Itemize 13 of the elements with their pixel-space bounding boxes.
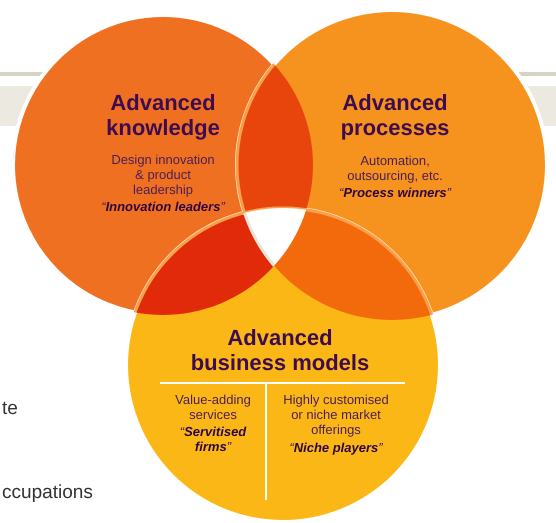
body-text-fragment: ccupations [2,482,93,504]
body-text-fragment: te [2,398,18,420]
circle-description: Highly customised or niche market offerings [282,392,390,437]
circle-description: Value-adding services [174,392,252,422]
circle-description: Design innovation & product leadership [110,152,216,197]
category-quote: “Servitised firms” [178,424,248,454]
circle-heading: Advanced processes [340,90,450,140]
circle-heading: Advanced business models [190,325,370,375]
category-quote: “Process winners” [339,185,451,200]
category-quote: “Niche players” [289,440,383,455]
circle-description: Automation, outsourcing, etc. [346,153,444,183]
category-quote: “Innovation leaders” [101,199,225,214]
circle-heading: Advanced knowledge [105,90,221,140]
